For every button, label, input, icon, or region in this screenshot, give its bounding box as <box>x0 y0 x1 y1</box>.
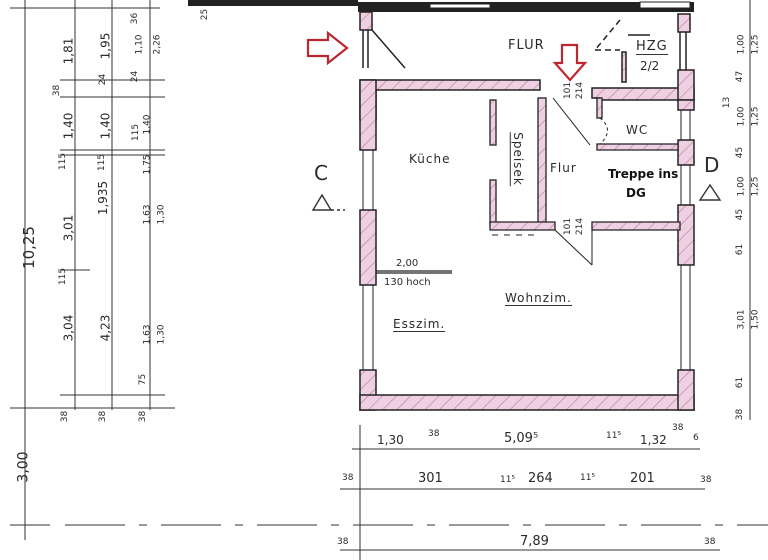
dim-bottom-r1: 1,32 <box>640 433 667 447</box>
dim-right: 38 <box>735 408 746 421</box>
dim-right: 47 <box>735 70 746 83</box>
top-wall-strip <box>188 0 694 12</box>
dim-left-c1: 1,40 <box>61 112 76 140</box>
dim-right: 1,25 <box>750 176 761 197</box>
section-d-marker <box>698 183 722 201</box>
dim-left-c1: 38 <box>60 410 71 423</box>
dim-right: 1,25 <box>750 106 761 127</box>
dim-left-c3: 1,75 <box>142 154 153 175</box>
dim-bottom-r3: 38 <box>704 537 716 547</box>
dim-left-c1: 115 <box>58 152 69 171</box>
entrance-arrow-icon <box>306 30 349 66</box>
dim-bottom-r1: 5,09⁵ <box>504 431 539 446</box>
dim-bottom-r2: 264 <box>528 471 553 486</box>
dim-bottom-r1: 38 <box>428 429 440 439</box>
room-label-hzg: HZG <box>636 39 668 55</box>
room-label-wohnzimmer: Wohnzim. <box>505 291 572 306</box>
dim-left-c2: 1,95 <box>98 32 113 60</box>
door-bottom-den: 214 <box>575 217 586 236</box>
room-label-hzg-sub: 2/2 <box>640 59 660 73</box>
section-c-marker <box>311 193 345 211</box>
dim-left-c2: 1,935 <box>96 180 111 216</box>
dim-right: 1,50 <box>750 309 761 330</box>
dim-right: 61 <box>735 243 746 256</box>
door-top-num: 101 <box>563 81 574 100</box>
room-label-speisekammer: Speisek <box>509 132 525 186</box>
dim-bottom-r3: 38 <box>337 537 349 547</box>
dim-left-c2: 24 <box>98 73 109 86</box>
room-label-treppe: Treppe ins <box>608 167 679 181</box>
dim-bottom-r2: 11⁵ <box>580 473 596 483</box>
dim-right: 1,25 <box>750 34 761 55</box>
dim-left-c2: 38 <box>98 410 109 423</box>
dim-bottom-r2: 38 <box>342 473 354 483</box>
section-d-label: D <box>704 153 720 177</box>
dim-left-c1: 38 <box>52 84 63 97</box>
dim-right: 13 <box>722 96 733 109</box>
dim-left-c3: 75 <box>138 373 149 386</box>
dim-left-c1: 1,81 <box>61 37 76 65</box>
dim-bottom-r2: 301 <box>418 471 443 486</box>
dim-left-c3: 1,63 <box>142 324 153 345</box>
dim-right: 45 <box>735 146 746 159</box>
dim-left-c2: 1,40 <box>98 112 113 140</box>
dim-left-c2: 115 <box>97 153 108 172</box>
dim-overall-lower: 3,00 <box>15 451 32 483</box>
outer-walls <box>359 69 695 411</box>
left-dimension-lines <box>10 0 768 540</box>
dim-left-c3: 2,26 <box>152 34 163 55</box>
dim-bottom-r2: 11⁵ <box>500 475 516 485</box>
dim-left-c3: 36 <box>130 12 141 25</box>
dim-left-c3: 115 <box>131 123 142 142</box>
dim-right: 3,01 <box>736 309 747 330</box>
window-height-label: 130 hoch <box>384 277 431 288</box>
dim-overall: 10,25 <box>19 226 38 269</box>
dim-left-c2: 4,23 <box>98 314 113 342</box>
dim-left-c3: 1,30 <box>156 324 167 345</box>
room-label-flur: FLUR <box>508 38 545 53</box>
door-bottom-num: 101 <box>563 217 574 236</box>
dim-left-c3: 1,10 <box>134 34 145 55</box>
section-c-label: C <box>314 161 328 185</box>
window-width-label: 2,00 <box>396 258 419 269</box>
dim-left-c1: 3,01 <box>61 214 76 242</box>
dim-right: 1,00 <box>736 176 747 197</box>
dim-left-c3: 1,63 <box>142 204 153 225</box>
dim-bottom-r1: 6 <box>693 433 699 443</box>
room-label-treppe-dg: DG <box>626 186 646 200</box>
dim-left-c3: 1,40 <box>142 114 153 135</box>
dim-left-c1: 115 <box>58 267 69 286</box>
dim-bottom-r3: 7,89 <box>520 534 549 549</box>
bottom-dimension-lines <box>340 425 720 560</box>
dim-left-c3: 1,30 <box>156 204 167 225</box>
dim-bottom-r2: 38 <box>700 475 712 485</box>
interior-walls <box>376 97 681 274</box>
dim-right: 61 <box>735 376 746 389</box>
dim-right: 45 <box>735 208 746 221</box>
dim-left-c3: 24 <box>130 70 141 83</box>
dim-left-c1: 3,04 <box>61 314 76 342</box>
dim-bottom-r1: 38 <box>672 423 684 433</box>
door-top-den: 214 <box>575 81 586 100</box>
small-dim-25: 25 <box>200 8 211 21</box>
dim-right: 1,00 <box>736 106 747 127</box>
flur-walls <box>359 11 691 83</box>
door-arrow-icon <box>552 43 588 82</box>
room-label-kueche: Küche <box>409 152 451 166</box>
dim-bottom-r2: 201 <box>630 471 655 486</box>
room-label-wc: WC <box>626 123 649 137</box>
room-label-flur-inner: Flur <box>550 161 577 175</box>
dim-bottom-r1: 11⁵ <box>606 431 622 441</box>
dim-left-c3: 38 <box>138 410 149 423</box>
room-label-esszimmer: Esszim. <box>393 317 446 332</box>
dim-bottom-r1: 1,30 <box>377 433 404 447</box>
dim-right: 1,00 <box>736 34 747 55</box>
